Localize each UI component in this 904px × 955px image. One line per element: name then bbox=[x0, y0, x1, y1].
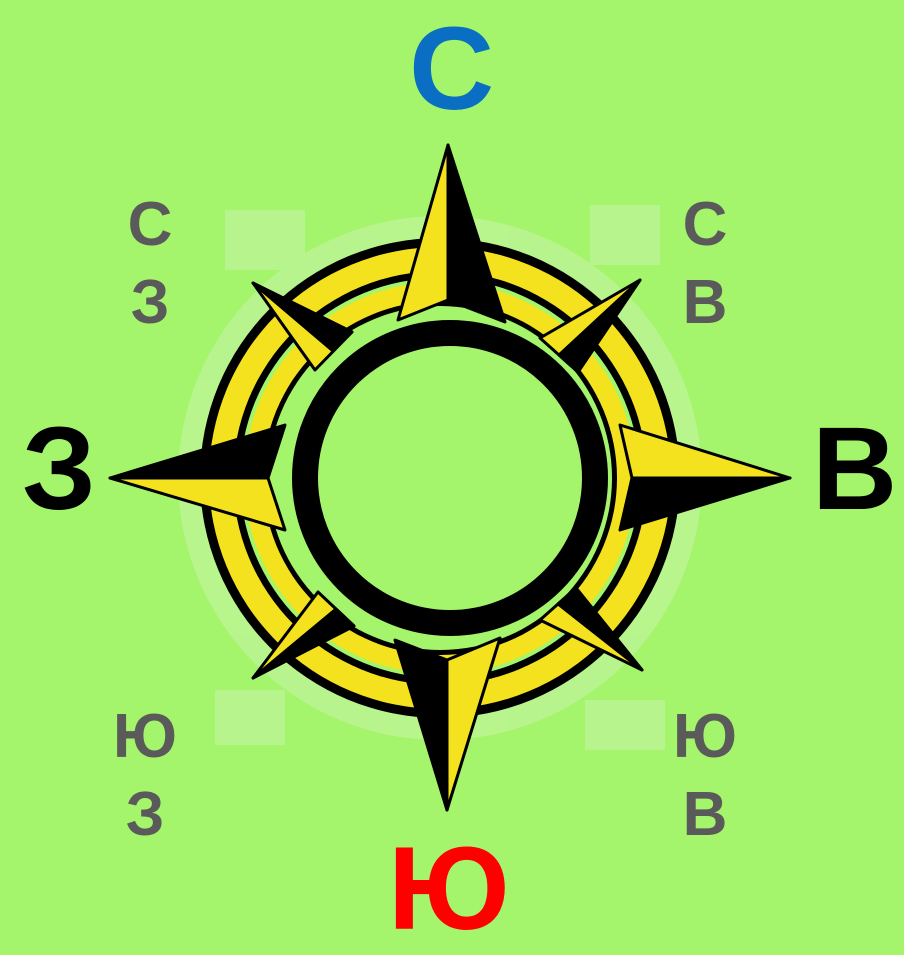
southeast-label: Ю В bbox=[660, 698, 750, 853]
north-label: С bbox=[409, 10, 494, 128]
southwest-label-line1: Ю bbox=[100, 698, 190, 776]
northeast-label-line2: В bbox=[660, 264, 750, 342]
east-point bbox=[620, 425, 790, 478]
inner-ring bbox=[305, 333, 595, 623]
northwest-label-line2: З bbox=[105, 264, 195, 342]
southeast-label-line1: Ю bbox=[660, 698, 750, 776]
southwest-label: Ю З bbox=[100, 698, 190, 853]
northeast-label: С В bbox=[660, 186, 750, 341]
south-label: Ю bbox=[388, 830, 510, 948]
northwest-label-line1: С bbox=[105, 186, 195, 264]
northeast-label-line1: С bbox=[660, 186, 750, 264]
northwest-label: С З bbox=[105, 186, 195, 341]
southwest-label-line2: З bbox=[100, 776, 190, 854]
west-label: З bbox=[22, 410, 96, 528]
east-label: В bbox=[812, 410, 897, 528]
southeast-label-line2: В bbox=[660, 776, 750, 854]
